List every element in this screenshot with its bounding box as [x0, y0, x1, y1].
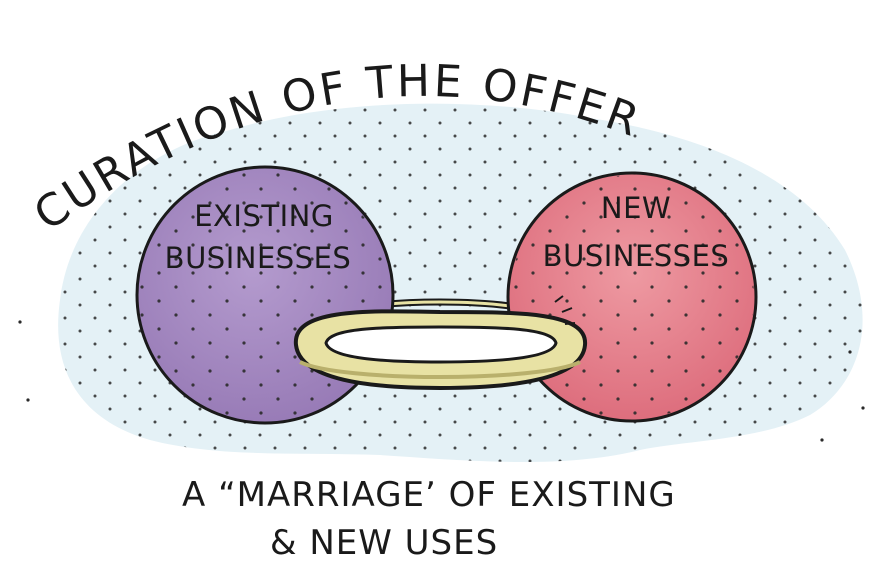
- new-label-line1: NEW: [601, 191, 671, 225]
- wedding-ring: [293, 295, 588, 391]
- caption-line1: A “MARRIAGE’ OF EXISTING: [182, 475, 676, 515]
- new-label-line2: BUSINESSES: [543, 239, 730, 273]
- caption-line2: & NEW USES: [270, 523, 498, 563]
- caption: A “MARRIAGE’ OF EXISTING & NEW USES: [182, 475, 676, 563]
- existing-label-line1: EXISTING: [194, 199, 334, 233]
- existing-businesses-label: EXISTING BUSINESSES: [165, 199, 352, 275]
- stray-dots: [18, 320, 865, 442]
- existing-label-line2: BUSINESSES: [165, 241, 352, 275]
- new-businesses-label: NEW BUSINESSES: [543, 191, 730, 273]
